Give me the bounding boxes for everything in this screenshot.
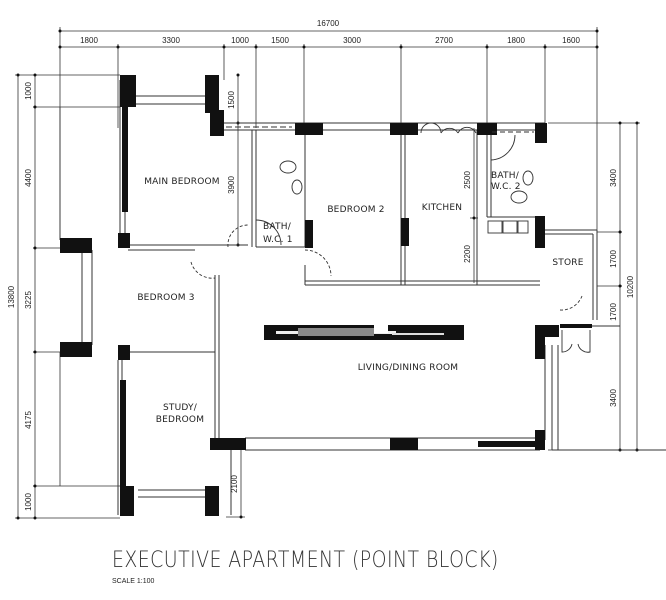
room-bath-2-line2: W.C. 2 [491,182,521,192]
dim-top-7: 1800 [507,36,525,45]
stove-burner-2-icon [502,220,518,234]
stove-burner-1-icon [487,220,503,234]
room-bedroom-3: BEDROOM 3 [137,293,194,303]
stove-panel-icon [517,220,529,234]
sink-2-icon [522,170,534,186]
room-store: STORE [552,258,583,268]
room-bath-2-line1: BATH/ [491,171,520,181]
dim-right-4: 3400 [609,389,618,407]
plan-scale: SCALE 1:100 [112,578,155,585]
fixtures [279,160,534,234]
dim-right-total: 10200 [626,275,635,298]
dim-top-total: 16700 [317,19,340,28]
corridor-windows [226,126,534,133]
dimension-lines [15,27,640,519]
room-bedroom-2: BEDROOM 2 [327,205,384,215]
dim-top-1: 1800 [80,36,98,45]
toilet-2-icon [510,190,528,204]
dim-top-4: 1500 [271,36,289,45]
doors [190,122,591,353]
room-main-bedroom: MAIN BEDROOM [144,177,220,187]
dim-left-2: 4400 [24,169,33,187]
dim-left-total: 13800 [7,285,16,308]
dim-left-4: 4175 [24,411,33,429]
dim-top-6: 2700 [435,36,453,45]
dimension-labels: 16700 1800 3300 1000 1500 3000 2700 1800… [7,19,635,511]
dim-study-bottom: 2100 [230,475,239,493]
dim-main-bedroom-upper: 1500 [227,91,236,109]
dim-right-3: 1700 [609,303,618,321]
dimension-ticks [16,29,639,520]
dim-left-3: 3225 [24,291,33,309]
dim-top-5: 3000 [343,36,361,45]
room-kitchen: KITCHEN [422,203,462,213]
dim-kitchen-lower: 2200 [463,245,472,263]
sink-1-icon [291,179,303,195]
dim-kitchen-upper: 2500 [463,171,472,189]
room-labels: MAIN BEDROOM BEDROOM 2 KITCHEN BATH/ W.C… [137,171,583,425]
plan-title: EXECUTIVE APARTMENT (POINT BLOCK) [112,548,499,573]
room-study-line2: BEDROOM [156,415,204,425]
counter [276,325,444,336]
dim-main-bedroom-lower: 3900 [227,176,236,194]
dim-right-2: 1700 [609,250,618,268]
room-living-dining: LIVING/DINING ROOM [358,363,459,373]
toilet-1-icon [279,160,297,174]
dim-top-2: 3300 [162,36,180,45]
dim-top-3: 1000 [231,36,249,45]
dim-left-5: 1000 [24,493,33,511]
dim-left-1: 1000 [24,82,33,100]
dim-right-1: 3400 [609,169,618,187]
dim-top-8: 1600 [562,36,580,45]
room-study-line1: STUDY/ [163,403,198,413]
room-bath-1-line2: W.C. 1 [263,235,293,245]
room-bath-1-line1: BATH/ [263,222,292,232]
